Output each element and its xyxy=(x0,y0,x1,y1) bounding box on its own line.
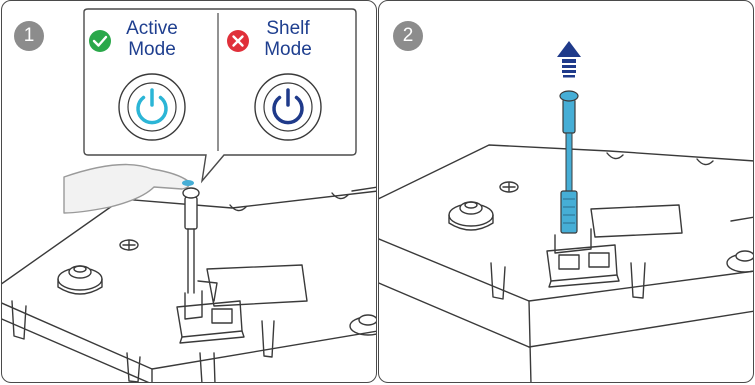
active-mode-label: Active Mode xyxy=(116,18,188,60)
plus-marking-icon xyxy=(500,182,518,192)
step-number-badge: 2 xyxy=(393,21,423,51)
removed-connector-cable xyxy=(560,91,578,233)
power-icon-shelf xyxy=(255,74,321,140)
shelf-mode-label-line2: Mode xyxy=(256,39,320,60)
step-2-panel: 2 xyxy=(378,0,754,383)
arrow-up-icon xyxy=(557,41,581,78)
shelf-mode-label: Shelf Mode xyxy=(256,18,320,60)
step-number-badge: 1 xyxy=(14,21,44,51)
label-plate xyxy=(591,205,682,237)
check-circle-icon xyxy=(89,30,111,52)
x-circle-icon xyxy=(227,30,249,52)
step-1-panel: 1 Active Mode Shelf Mode xyxy=(1,0,377,383)
mode-callout xyxy=(2,1,377,383)
active-mode-label-line1: Active xyxy=(116,18,188,39)
terminal-left-icon xyxy=(449,202,493,230)
connector-housing xyxy=(547,229,619,287)
terminal-right-icon xyxy=(727,251,754,272)
power-icon-active xyxy=(119,74,185,140)
step-2-illustration xyxy=(379,1,754,383)
active-mode-label-line2: Mode xyxy=(116,39,188,60)
shelf-mode-label-line1: Shelf xyxy=(256,18,320,39)
